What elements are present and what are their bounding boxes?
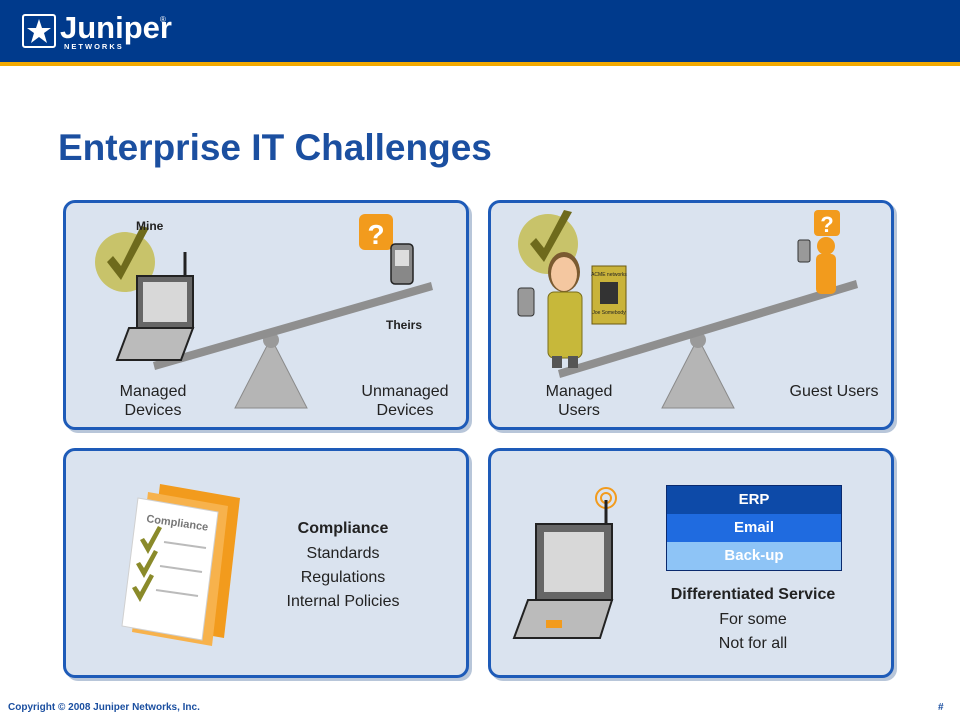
- header-bar: Juniper ® NETWORKS: [0, 0, 960, 62]
- svg-text:ACME networks: ACME networks: [591, 272, 627, 278]
- logo-registered: ®: [160, 15, 166, 24]
- mine-label: Mine: [136, 219, 164, 233]
- phone-icon: [390, 243, 414, 285]
- juniper-logo-icon: [22, 14, 56, 48]
- slide-title: Enterprise IT Challenges: [58, 127, 492, 168]
- laptop-icon: [512, 487, 617, 639]
- devices-illustration: ?: [95, 214, 433, 409]
- tier-email: Email: [667, 514, 841, 542]
- phone-icon: [517, 287, 535, 317]
- service-line: For some: [719, 611, 787, 628]
- question-icon: [359, 214, 393, 250]
- tier-erp: ERP: [667, 486, 841, 514]
- service-line: Not for all: [718, 635, 788, 652]
- managed-users-label: Managed Users: [545, 383, 613, 419]
- managed-user-icon: [547, 252, 583, 368]
- compliance-line: Internal Policies: [286, 593, 400, 610]
- svg-text:?: ?: [820, 212, 833, 237]
- laptop-icon: [115, 252, 195, 361]
- compliance-line: Standards: [306, 545, 380, 562]
- svg-text:?: ?: [367, 219, 384, 250]
- managed-devices-label: Managed Devices: [119, 383, 187, 419]
- phone-icon: [797, 239, 811, 263]
- page-number: #: [938, 702, 944, 713]
- logo-text: Juniper: [60, 10, 172, 45]
- guest-users-label: Guest Users: [789, 383, 879, 400]
- compliance-document-icon: Compliance: [121, 484, 240, 646]
- logo-subtext: NETWORKS: [64, 42, 124, 51]
- compliance-line: Regulations: [300, 569, 386, 586]
- svg-text:Joe Somebody: Joe Somebody: [592, 310, 626, 316]
- id-badge-icon: ACME networks Joe Somebody: [591, 265, 627, 325]
- header-accent-line: [0, 62, 960, 66]
- compliance-heading: Compliance: [297, 520, 389, 537]
- copyright-text: Copyright © 2008 Juniper Networks, Inc.: [8, 702, 200, 713]
- theirs-label: Theirs: [386, 318, 423, 332]
- question-icon: [814, 210, 840, 236]
- users-illustration: ACME networks Joe Somebody ?: [517, 210, 858, 409]
- unmanaged-devices-label: Unmanaged Devices: [361, 383, 449, 419]
- guest-user-icon: [816, 237, 836, 294]
- tier-backup: Back-up: [667, 542, 841, 570]
- service-tier-table: ERP Email Back-up: [666, 485, 842, 571]
- service-heading: Differentiated Service: [670, 586, 836, 603]
